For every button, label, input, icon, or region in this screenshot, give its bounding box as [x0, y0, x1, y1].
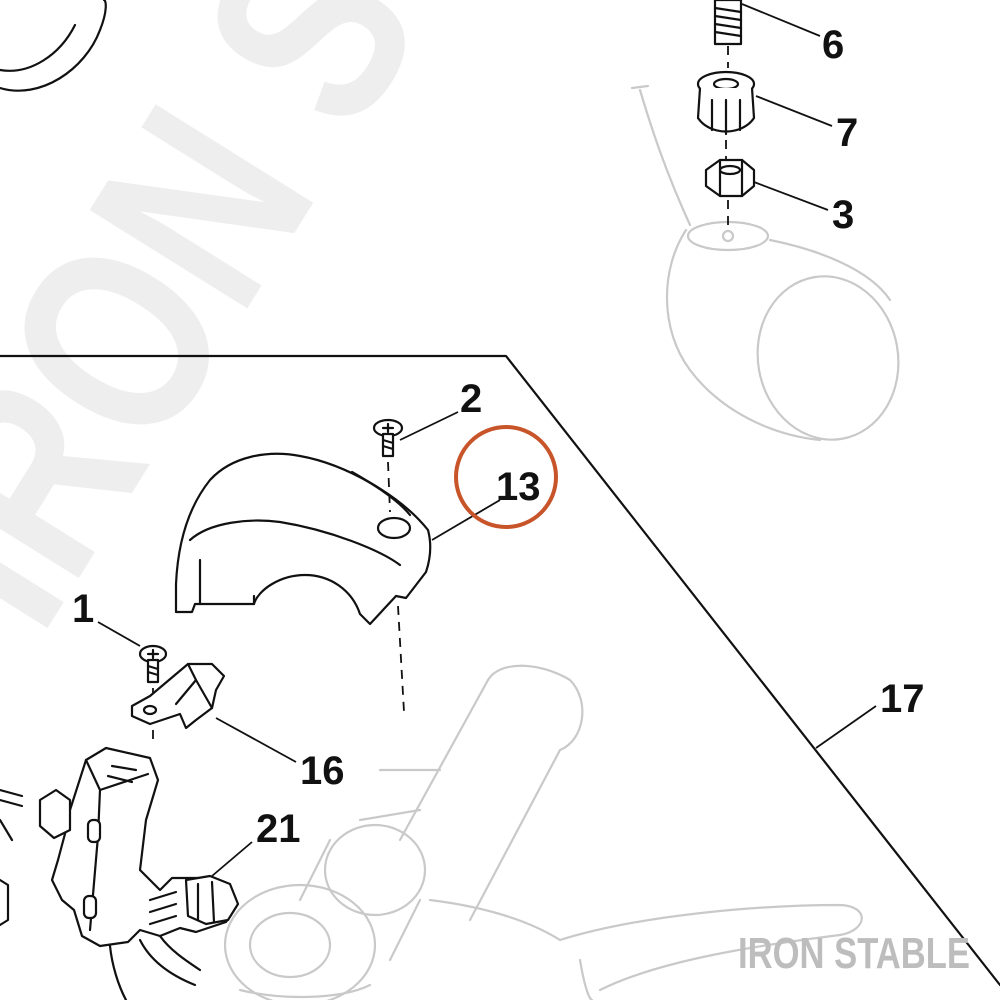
lamp-housing-ghost: [630, 84, 900, 442]
callout-3: 3: [832, 193, 854, 237]
part-6-threaded-stud: [713, 0, 743, 68]
callout-labels: 6 7 3 2 13 1 16 21 17: [72, 23, 925, 851]
callout-1: 1: [72, 587, 94, 631]
callout-13: 13: [496, 465, 541, 509]
part-3-hex-nut: [704, 158, 756, 226]
part-13-switch-housing-cover: [174, 452, 432, 713]
mirror-partial: [0, 0, 107, 92]
callout-21: 21: [256, 807, 301, 851]
callout-17: 17: [880, 677, 925, 721]
part-2-screw: [372, 418, 404, 513]
grip-lever-ghost: [223, 664, 863, 1000]
callout-7: 7: [836, 111, 858, 155]
part-1-screw: [138, 644, 168, 702]
part-21-switch-assembly: [0, 746, 240, 1000]
callout-16: 16: [300, 749, 345, 793]
leader-lines: [97, 3, 877, 877]
callout-6: 6: [822, 23, 844, 67]
part-17-assembly-outline: [0, 354, 1000, 987]
callout-2: 2: [460, 377, 482, 421]
brand-mark: IRON STABLE: [738, 929, 970, 978]
part-7-flange-nut: [696, 70, 756, 160]
highlight-circle: [454, 425, 558, 529]
part-16-clamp-bracket: [130, 662, 226, 746]
